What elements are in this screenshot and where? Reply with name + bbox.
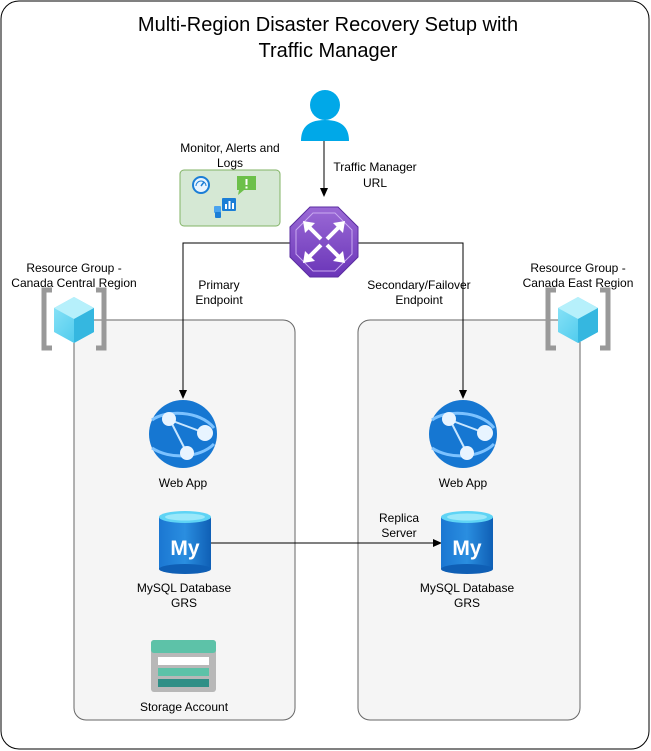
mysql-label-left-line1: MySQL Database: [137, 581, 232, 595]
storage-account-icon[interactable]: [151, 640, 216, 692]
connector-secondary-endpoint: [358, 242, 467, 399]
mysql-database-icon[interactable]: My: [159, 511, 211, 574]
storage-account-label: Storage Account: [140, 700, 229, 714]
web-app-icon[interactable]: [149, 400, 217, 468]
analytics-icon: [214, 198, 236, 218]
diagram-title-line2: Traffic Manager: [259, 40, 398, 62]
region-label-right-line1: Resource Group -: [530, 261, 625, 275]
replica-label-line1: Replica: [379, 511, 419, 525]
secondary-endpoint-label-line2: Endpoint: [395, 293, 443, 307]
resource-group-icon[interactable]: [545, 287, 611, 351]
connector-primary-endpoint: [179, 242, 290, 399]
primary-endpoint-label-line2: Endpoint: [195, 293, 243, 307]
region-label-right-line2: Canada East Region: [523, 276, 634, 290]
diagram-title-line1: Multi-Region Disaster Recovery Setup wit…: [138, 14, 518, 36]
web-app-label-right: Web App: [439, 476, 488, 490]
web-app-icon[interactable]: [429, 400, 497, 468]
mysql-database-icon[interactable]: My: [441, 511, 493, 574]
web-app-label-left: Web App: [159, 476, 208, 490]
alert-icon: [237, 176, 256, 195]
svg-text:My: My: [452, 537, 481, 560]
replica-label-line2: Server: [381, 526, 416, 540]
traffic-manager-url-label-line1: Traffic Manager: [333, 160, 416, 174]
dashboard-gauge-icon: [192, 176, 210, 194]
traffic-manager-url-label-line2: URL: [363, 176, 387, 190]
mysql-label-right-line1: MySQL Database: [420, 581, 515, 595]
region-label-left-line1: Resource Group -: [26, 261, 121, 275]
mysql-label-left-line2: GRS: [171, 596, 197, 610]
resource-group-icon[interactable]: [41, 287, 107, 351]
monitor-label-line2: Logs: [217, 156, 243, 170]
user-icon[interactable]: [301, 90, 349, 141]
primary-endpoint-label-line1: Primary: [198, 278, 239, 292]
traffic-manager-icon[interactable]: [289, 206, 359, 278]
monitor-label-line1: Monitor, Alerts and: [180, 141, 279, 155]
svg-text:My: My: [170, 537, 199, 560]
region-label-left-line2: Canada Central Region: [11, 276, 136, 290]
mysql-label-right-line2: GRS: [454, 596, 480, 610]
secondary-endpoint-label-line1: Secondary/Failover: [367, 278, 470, 292]
